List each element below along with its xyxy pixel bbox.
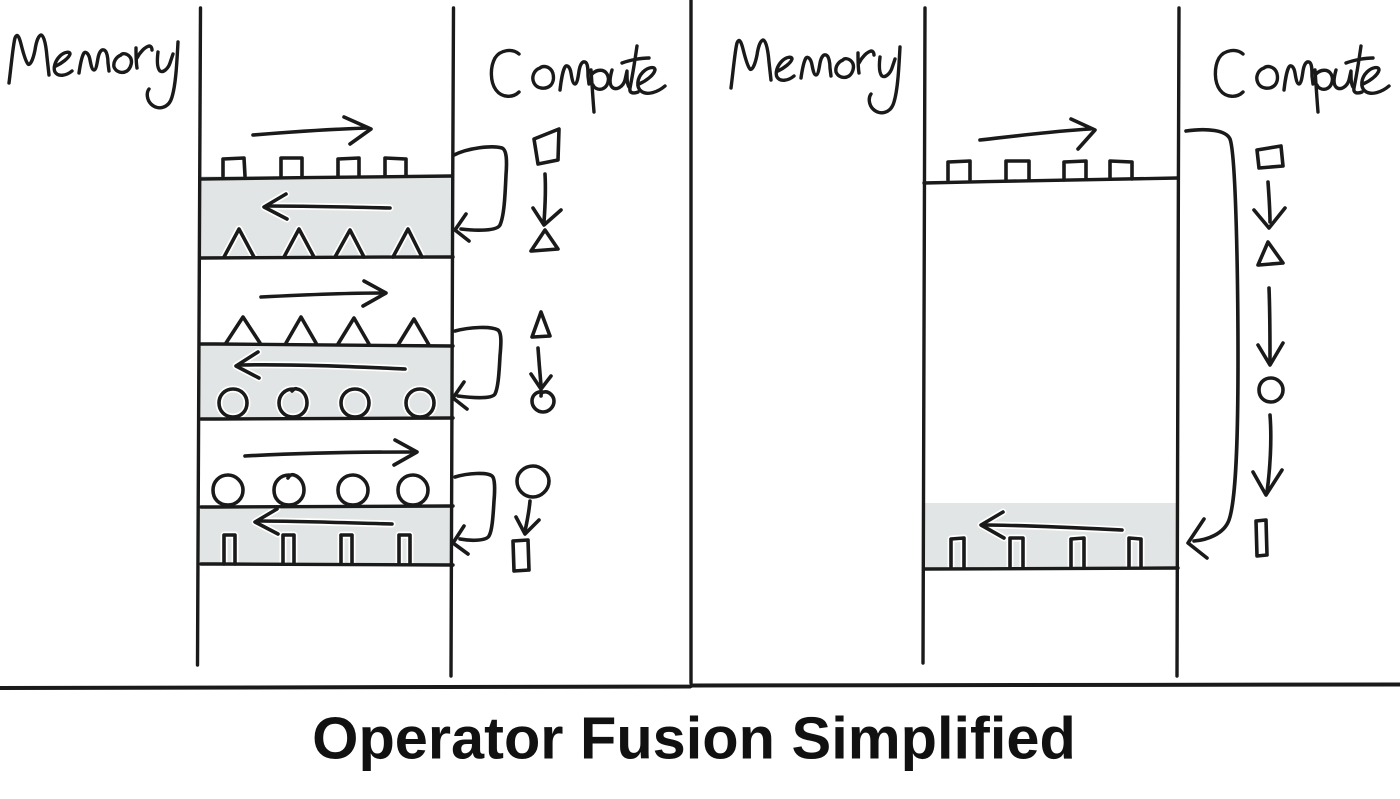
svg-text:Operator Fusion Simplified: Operator Fusion Simplified: [312, 705, 1076, 772]
